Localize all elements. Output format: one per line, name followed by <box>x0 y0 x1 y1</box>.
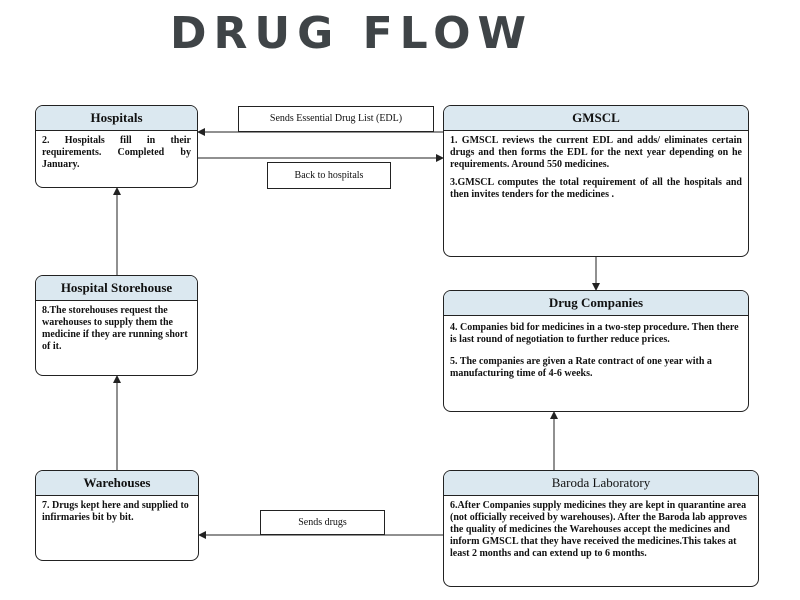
node-header: Drug Companies <box>444 291 748 316</box>
node-text: 2. Hospitals fill in their requirements.… <box>42 135 191 170</box>
node-text: 7. Drugs kept here and supplied to infir… <box>42 500 189 523</box>
node-text: 5. The companies are given a Rate contra… <box>450 356 712 379</box>
node-text-block: 4. Companies bid for medicines in a two-… <box>444 316 748 390</box>
node-text-block: 1. GMSCL reviews the current EDL and add… <box>444 131 748 211</box>
node-baroda-laboratory: Baroda Laboratory 6.After Companies supp… <box>443 470 759 587</box>
edge-label-back-to-hospitals: Back to hospitals <box>267 162 391 189</box>
node-header: Hospital Storehouse <box>36 276 197 301</box>
node-text: 4. Companies bid for medicines in a two-… <box>450 322 739 345</box>
edge-label-sends-edl: Sends Essential Drug List (EDL) <box>238 106 434 132</box>
node-text: 8.The storehouses request the warehouses… <box>42 305 188 352</box>
node-text: 6.After Companies supply medicines they … <box>450 500 747 559</box>
node-text: 3.GMSCL computes the total requirement o… <box>450 177 742 200</box>
diagram-title: DRUG FLOW <box>170 8 534 59</box>
node-header: Warehouses <box>36 471 198 496</box>
edge-label-sends-drugs: Sends drugs <box>260 510 385 535</box>
node-text: 1. GMSCL reviews the current EDL and add… <box>450 135 742 170</box>
node-gmscl: GMSCL 1. GMSCL reviews the current EDL a… <box>443 105 749 257</box>
node-hospitals: Hospitals 2. Hospitals fill in their req… <box>35 105 198 188</box>
node-warehouses: Warehouses 7. Drugs kept here and suppli… <box>35 470 199 561</box>
node-hospital-storehouse: Hospital Storehouse 8.The storehouses re… <box>35 275 198 376</box>
node-header: Baroda Laboratory <box>444 471 758 496</box>
node-drug-companies: Drug Companies 4. Companies bid for medi… <box>443 290 749 412</box>
node-header: GMSCL <box>444 106 748 131</box>
node-header: Hospitals <box>36 106 197 131</box>
